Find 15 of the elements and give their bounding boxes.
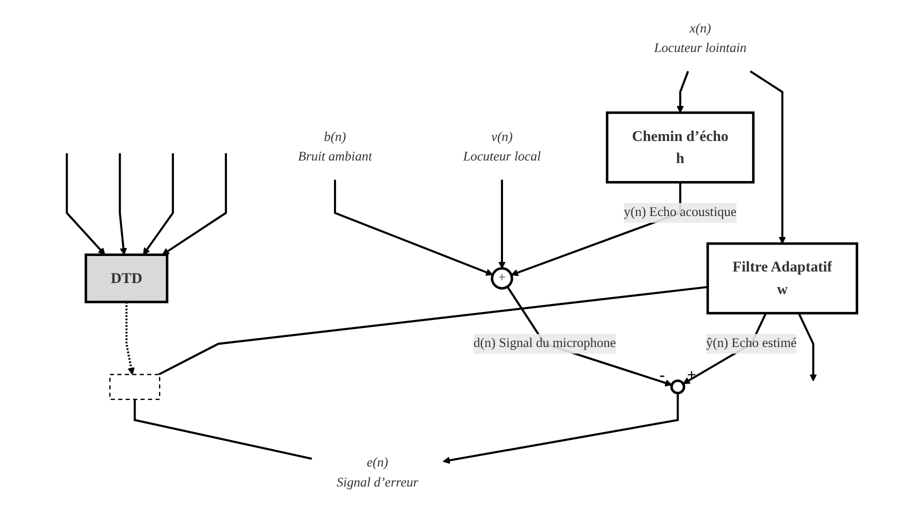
- sign-label: +: [686, 366, 696, 385]
- signal-label: v(n) Locuteur local: [463, 130, 541, 164]
- signal-label: e(n) Signal d’erreur: [336, 456, 418, 490]
- signal-label: x(n) Locuteur lointain: [654, 22, 747, 56]
- detector-box: DTD: [84, 254, 168, 304]
- edge-label: d(n) Signal du microphone: [473, 334, 616, 354]
- edge-label: ŷ(n) Echo estimé: [706, 334, 797, 354]
- signal-label: b(n) Bruit ambiant: [298, 130, 372, 164]
- sign-label: -: [660, 366, 665, 385]
- switch-box: [109, 374, 160, 400]
- edge-label: y(n) Echo acoustique: [624, 202, 737, 223]
- summing-junction: [670, 379, 686, 394]
- summing-junction: +: [490, 267, 514, 290]
- process-box: Filtre Adaptatif w: [706, 242, 858, 314]
- process-box: Chemin d’écho h: [606, 111, 755, 184]
